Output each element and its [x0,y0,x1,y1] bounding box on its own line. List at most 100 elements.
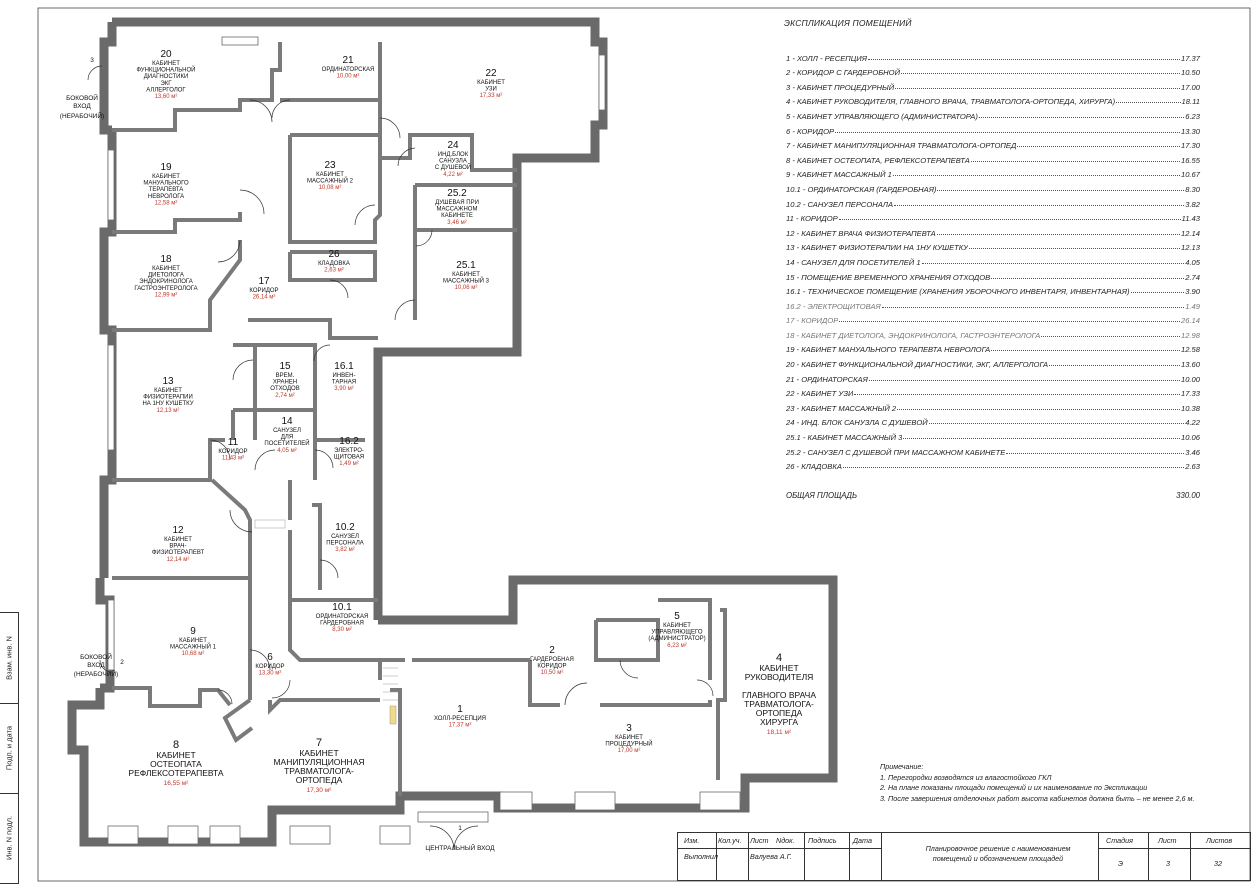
notes: Примечание: 1. Перегородки возводятся из… [880,762,1194,804]
room-name: ТЕРАПЕВТА [149,187,184,193]
explication-value: 3.82 [1185,199,1200,209]
room-area: 17,37 м² [449,723,472,729]
room-area: 26,14 м² [253,295,276,301]
room-number: 25.2 [447,188,467,199]
room-name: С ДУШЕВОЙ [435,163,471,171]
explication-leader [838,219,1181,221]
room-name: САНУЗЛА [439,159,467,165]
room-name: КАБИНЕТ [299,748,338,758]
room-number: 16.2 [339,436,359,447]
tb-sheets: 32 [1214,859,1222,868]
room-name: КАБИНЕТ [663,623,691,629]
explication-total: ОБЩАЯ ПЛОЩАДЬ 330.00 [786,491,1200,500]
explication-label: 19 - КАБИНЕТ МАНУАЛЬНОГО ТЕРАПЕВТА НЕВРО… [786,345,991,355]
side-entrance-bottom-label-1: БОКОВОЙ [80,652,112,661]
tb-col-sheets: Листов [1206,836,1233,845]
explication-value: 3.46 [1185,447,1200,457]
room-area: 4,05 м² [277,448,296,454]
tb-sheet: 3 [1166,859,1170,868]
room-name: ДЛЯ [281,435,293,441]
explication-leader [867,58,1180,60]
room-name: РЕФЛЕКСОТЕРАПЕВТА [128,768,224,778]
explication-leader [868,379,1180,381]
explication-leader [1130,292,1185,294]
explication-value: 12.98 [1180,330,1200,340]
explication-value: 10.06 [1180,433,1200,443]
room-name: ВРАЧ- [169,544,186,550]
room-name: ХРАНЕН [273,380,297,386]
room-area: 17,30 м² [307,787,333,794]
explication-leader [1049,365,1180,367]
explication-leader [969,248,1180,250]
explication-label: 6 - КОРИДОР [786,126,835,136]
explication-label: 13 - КАБИНЕТ ФИЗИОТЕРАПИИ НА 1НУ КУШЕТКУ [786,243,969,253]
total-value: 330.00 [1176,491,1200,500]
explication-label: 3 - КАБИНЕТ ПРОЦЕДУРНЫЙ [786,82,895,92]
note-item: 2. На плане показаны площади помещений и… [880,783,1148,793]
tb-header: Изм. [684,836,700,845]
explication-leader [881,306,1185,308]
room-number: 16.1 [334,361,354,372]
explication-label: 14 - САНУЗЕЛ ДЛЯ ПОСЕТИТЕЛЕЙ 1 [786,257,921,267]
room-name: УЗИ [485,87,497,93]
door-swings [87,65,714,851]
tb-description: Планировочное решение с наименованием по… [925,844,1071,863]
room-name: НА 1НУ КУШЕТКУ [142,401,193,407]
explication-row: 19 - КАБИНЕТ МАНУАЛЬНОГО ТЕРАПЕВТА НЕВРО… [786,340,1200,355]
explication-row: 10.1 - ОРДИНАТОРСКАЯ (ГАРДЕРОБНАЯ)8.30 [786,179,1200,194]
explication-leader [937,189,1185,191]
room-name: ЭНДОКРИНОЛОГА [139,279,193,285]
explication-label: 10.1 - ОРДИНАТОРСКАЯ (ГАРДЕРОБНАЯ) [786,184,937,194]
room-number: 12 [172,525,184,536]
explication-value: 11.43 [1181,214,1200,224]
room-name: ГАРДЕРОБНАЯ [320,621,364,627]
room-name: КАБИНЕТ [154,388,182,394]
room-number: 1 [457,704,463,715]
room-number: 25.1 [456,260,476,271]
tb-header: Подпись [808,836,837,845]
explication-label: 2 - КОРИДОР С ГАРДЕРОБНОЙ [786,68,901,78]
room-name: ФУНКЦИОНАЛЬНОЙ [136,66,195,74]
explication-value: 12.13 [1180,243,1200,253]
room-name: ДУШЕВАЯ ПРИ [435,200,479,206]
explication-label: 11 - КОРИДОР [786,214,838,224]
tb-col-sheet: Лист [1158,836,1177,845]
explication-leader [894,204,1185,206]
room-name: МАССАЖНЫЙ 3 [443,277,490,285]
tb-col-stage: Стадия [1106,836,1133,845]
room-area: 1,49 м² [339,461,358,467]
tb-header: Дата [853,836,872,845]
side-entrance-bottom-num: 2 [120,659,124,666]
explication-value: 12.58 [1180,345,1200,355]
tb-author: Валуева А.Г. [750,852,792,861]
explication-value: 17.33 [1180,389,1200,399]
side-entrance-bottom-label-2: ВХОД [87,662,105,669]
room-area: 10,08 м² [319,185,342,191]
explication-leader [936,233,1180,235]
side-stamp: Взам. инв. N Подп. и дата Инв. N подл. [0,612,19,884]
side-stamp-cell: Инв. N подл. [4,815,14,861]
explication-value: 17.00 [1180,82,1200,92]
room-number: 13 [162,376,174,387]
explication-leader [970,160,1180,162]
room-name: АЛЛЕРГОЛОГ [146,87,186,93]
explication-leader [895,87,1180,89]
explication-leader [1006,452,1185,454]
room-name: МАССАЖНЫЙ 1 [170,643,217,651]
explication-label: 25.2 - САНУЗЕЛ С ДУШЕВОЙ ПРИ МАССАЖНОМ К… [786,447,1006,457]
room-area: 12,99 м² [155,292,178,298]
room-area: 11,43 м² [222,456,244,462]
room-number: 9 [190,626,196,637]
room-area: 16,55 м² [164,780,190,787]
explication-label: 16.2 - ЭЛЕКТРОЩИТОВАЯ [786,301,881,311]
room-number: 11 [228,437,239,448]
room-name: МАССАЖНЫЙ 2 [307,177,354,185]
explication-leader [928,423,1185,425]
room-name: ОРДИНАТОРСКАЯ [316,614,369,620]
explication-label: 9 - КАБИНЕТ МАССАЖНЫЙ 1 [786,170,892,180]
